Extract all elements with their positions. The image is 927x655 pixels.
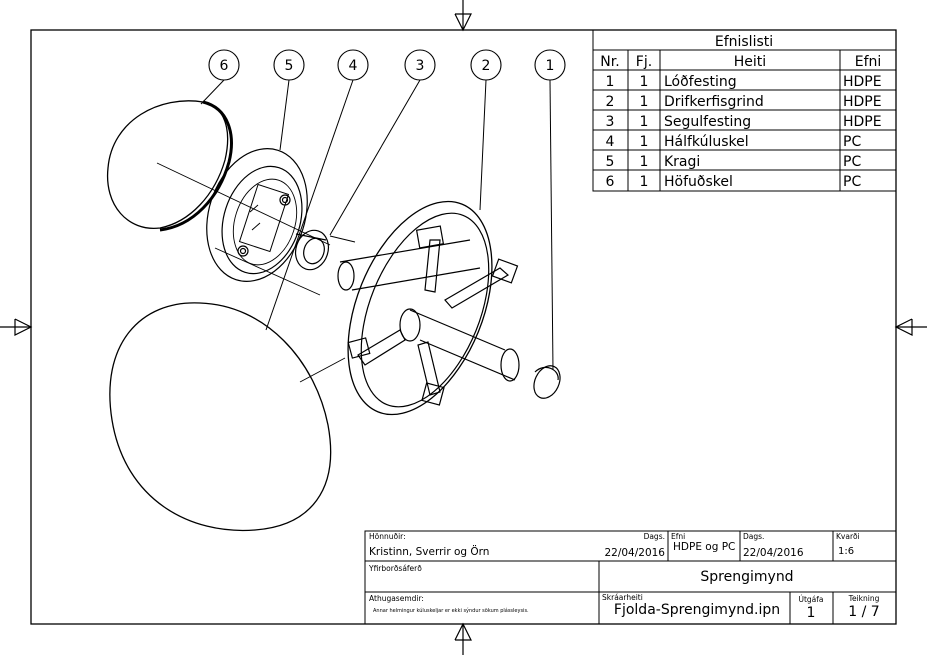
row-name: Segulfesting [664, 114, 751, 130]
drawing-title: Sprengimynd [700, 569, 793, 585]
parts-row: 1 1 Lóðfesting HDPE [606, 74, 882, 90]
parts-row: 6 1 Höfuðskel PC [606, 174, 862, 190]
centering-mark-bottom [454, 622, 472, 655]
balloon: 5 [273, 49, 305, 81]
notes: Annar helmingur kúluskeljar er ekki sýnd… [373, 607, 529, 614]
centering-mark-right [894, 318, 927, 336]
row-name: Höfuðskel [664, 174, 733, 190]
row-material: HDPE [843, 74, 882, 90]
part-hemisphere-shell [109, 247, 346, 532]
designers: Kristinn, Sverrir og Örn [369, 545, 489, 558]
header-name: Heiti [734, 54, 766, 70]
leader-lines [200, 79, 554, 371]
parts-row: 5 1 Kragi PC [606, 154, 862, 170]
balloon: 4 [337, 49, 369, 81]
row-nr: 5 [606, 154, 615, 170]
part-drive-frame [337, 200, 520, 416]
exploded-view [106, 79, 561, 532]
sheet-number: 1 / 7 [848, 604, 879, 620]
revision: 1 [807, 605, 816, 621]
balloon: 6 [208, 49, 240, 81]
parts-row: 2 1 Drifkerfisgrind HDPE [606, 94, 882, 110]
part-magnet-mount [294, 229, 356, 271]
row-material: HDPE [843, 114, 882, 130]
centering-mark-left [0, 318, 33, 336]
row-qty: 1 [640, 114, 649, 130]
row-material: PC [843, 174, 861, 190]
notes-label: Athugasemdir: [369, 594, 424, 603]
row-name: Kragi [664, 154, 700, 170]
header-qty: Fj. [636, 54, 652, 70]
row-material: HDPE [843, 94, 882, 110]
part-collar [206, 148, 308, 282]
parts-row: 3 1 Segulfesting HDPE [606, 114, 882, 130]
row-qty: 1 [640, 134, 649, 150]
scale: 1:6 [838, 546, 854, 557]
balloon-number: 3 [416, 58, 425, 74]
row-nr: 1 [606, 74, 615, 90]
balloon-number: 2 [482, 58, 491, 74]
sheet-label: Teikning [848, 594, 880, 603]
row-nr: 2 [606, 94, 615, 110]
row-nr: 3 [606, 114, 615, 130]
row-nr: 4 [606, 134, 615, 150]
row-name: Hálfkúluskel [664, 134, 749, 150]
row-nr: 6 [606, 174, 615, 190]
part-head-shell [106, 100, 331, 246]
balloon-number: 4 [349, 58, 358, 74]
filename-label: Skráarheiti [602, 593, 643, 602]
scale-label: Kvarði [836, 532, 860, 541]
parts-row: 4 1 Hálfkúluskel PC [606, 134, 862, 150]
row-material: PC [843, 134, 861, 150]
date2: 22/04/2016 [743, 547, 804, 559]
header-material: Efni [855, 54, 882, 70]
date-label: Dags. [644, 532, 665, 541]
balloon: 1 [534, 49, 566, 81]
title-block: Hönnuðir: Kristinn, Sverrir og Örn Dags.… [364, 530, 897, 625]
row-qty: 1 [640, 94, 649, 110]
row-qty: 1 [640, 154, 649, 170]
row-qty: 1 [640, 74, 649, 90]
row-qty: 1 [640, 174, 649, 190]
designers-label: Hönnuðir: [369, 532, 406, 541]
balloon-number: 1 [546, 58, 555, 74]
drawing-border [30, 29, 897, 625]
row-name: Drifkerfisgrind [664, 94, 764, 110]
material-label: Efni [671, 532, 685, 541]
centering-mark-top [454, 0, 472, 32]
balloon: 3 [404, 49, 436, 81]
surface-finish-label: Yfirborðsáferð [368, 564, 422, 573]
parts-list: Efnislisti Nr. Fj. Heiti Efni 1 1 Lóðfes… [592, 29, 897, 192]
row-material: PC [843, 154, 861, 170]
date: 22/04/2016 [604, 547, 665, 559]
row-name: Lóðfesting [664, 74, 737, 90]
header-nr: Nr. [600, 54, 619, 70]
balloon-number: 5 [285, 58, 294, 74]
revision-label: Útgáfa [798, 595, 823, 604]
date2-label: Dags. [743, 532, 764, 541]
parts-list-title: Efnislisti [715, 34, 773, 50]
filename: Fjolda-Sprengimynd.ipn [614, 602, 780, 618]
balloon: 2 [470, 49, 502, 81]
material: HDPE og PC [673, 541, 735, 553]
balloon-number: 6 [220, 58, 229, 74]
part-weight-mount [533, 365, 561, 399]
